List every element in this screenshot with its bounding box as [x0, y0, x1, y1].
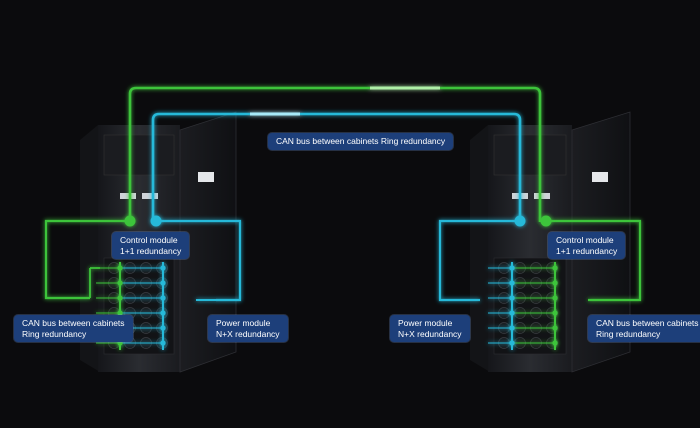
left-cabinet-label-plate	[120, 193, 136, 199]
right-can-bus-title: CAN bus between cabinets	[596, 318, 699, 328]
left-power-module-redundancy: N+X redundancy	[216, 328, 280, 339]
right-cabinet-label-plate	[534, 193, 550, 199]
module-indicator	[552, 310, 558, 316]
right-control-node-green	[540, 215, 552, 227]
left-cabinet-door	[179, 111, 237, 373]
top-bus-cyan-line	[151, 112, 522, 220]
left-can-bus-title: CAN bus between cabinets	[22, 318, 125, 328]
right-power-module-redundancy: N+X redundancy	[398, 328, 462, 339]
module-indicator	[117, 265, 123, 271]
top-can-bus-label-text: CAN bus between cabinets Ring redundancy	[276, 136, 446, 146]
module-indicator	[552, 340, 558, 346]
module-indicator	[160, 325, 166, 331]
left-door-handle	[198, 172, 214, 182]
module-indicator	[509, 265, 515, 271]
module-indicator	[552, 325, 558, 331]
left-can-bus-label: CAN bus between cabinets Ring redundancy	[14, 315, 133, 342]
module-indicator	[509, 325, 515, 331]
right-control-module-label: Control module 1+1 redundancy	[548, 232, 626, 259]
right-control-module-title: Control module	[556, 235, 614, 245]
left-can-bus-redundancy: Ring redundancy	[22, 328, 87, 339]
module-indicator	[552, 295, 558, 301]
module-indicator	[509, 280, 515, 286]
left-control-module-title: Control module	[120, 235, 178, 245]
right-can-bus-label: CAN bus between cabinets Ring redundancy	[588, 315, 700, 342]
right-cabinet-top-panel	[493, 134, 567, 176]
right-cabinet-side	[470, 125, 490, 372]
left-connections	[44, 219, 242, 350]
left-control-node-green	[124, 215, 136, 227]
module-indicator	[160, 295, 166, 301]
module-indicator	[117, 280, 123, 286]
top-bus-green-line	[128, 86, 542, 222]
left-can-ring-outer	[44, 219, 128, 300]
module-indicator	[509, 310, 515, 316]
left-control-node-cyan	[150, 215, 162, 227]
module-indicator	[552, 265, 558, 271]
left-cabinet-top-panel	[103, 134, 175, 176]
right-module-links	[488, 267, 555, 344]
left-power-module-label: Power module N+X redundancy	[208, 315, 288, 342]
module-indicator	[509, 295, 515, 301]
left-power-bus-line	[156, 219, 242, 302]
right-connections	[438, 219, 642, 350]
left-cabinet-side	[80, 125, 100, 372]
right-control-module-redundancy: 1+1 redundancy	[556, 245, 618, 256]
module-indicator	[160, 280, 166, 286]
right-can-ring-outer	[546, 219, 642, 302]
right-power-module-title: Power module	[398, 318, 453, 328]
left-control-module-redundancy: 1+1 redundancy	[120, 245, 182, 256]
top-can-bus-label: CAN bus between cabinets Ring redundancy	[268, 133, 454, 150]
module-indicator	[160, 265, 166, 271]
module-indicator	[160, 340, 166, 346]
top-can-bus	[128, 86, 542, 222]
left-module-links	[96, 267, 163, 344]
right-power-bus-line	[438, 219, 516, 302]
right-power-module-label: Power module N+X redundancy	[390, 315, 470, 342]
module-indicator	[552, 280, 558, 286]
right-door-handle	[592, 172, 608, 182]
module-indicator	[509, 340, 515, 346]
left-cabinet-label-plate	[142, 193, 158, 199]
left-control-module-label: Control module 1+1 redundancy	[112, 232, 190, 259]
module-indicator	[160, 310, 166, 316]
right-can-bus-redundancy: Ring redundancy	[596, 328, 661, 339]
right-control-node-cyan	[514, 215, 526, 227]
left-power-module-title: Power module	[216, 318, 271, 328]
module-indicator	[117, 295, 123, 301]
module-indicator	[117, 310, 123, 316]
right-module-indicators	[509, 265, 558, 346]
